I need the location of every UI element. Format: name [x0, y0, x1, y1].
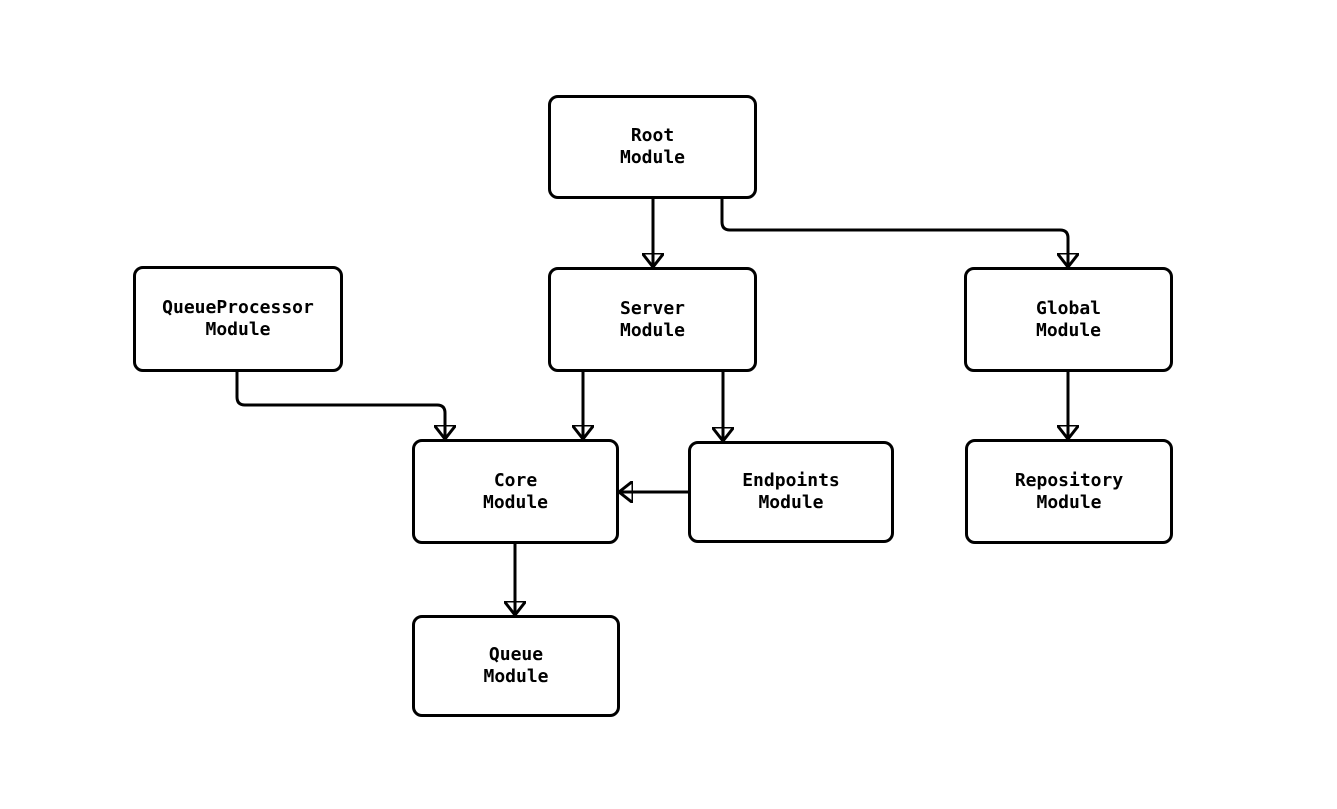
- node-queue-module: Queue Module: [412, 615, 620, 717]
- node-repository-module: Repository Module: [965, 439, 1173, 544]
- node-root-module: Root Module: [548, 95, 757, 199]
- node-queueprocessor-module: QueueProcessor Module: [133, 266, 343, 372]
- edge-queueprocessor-to-core: [235, 372, 445, 438]
- edge-root-to-global: [720, 198, 1068, 266]
- node-core-module: Core Module: [412, 439, 619, 544]
- node-endpoints-module: Endpoints Module: [688, 441, 894, 543]
- node-server-module: Server Module: [548, 267, 757, 372]
- node-global-module: Global Module: [964, 267, 1173, 372]
